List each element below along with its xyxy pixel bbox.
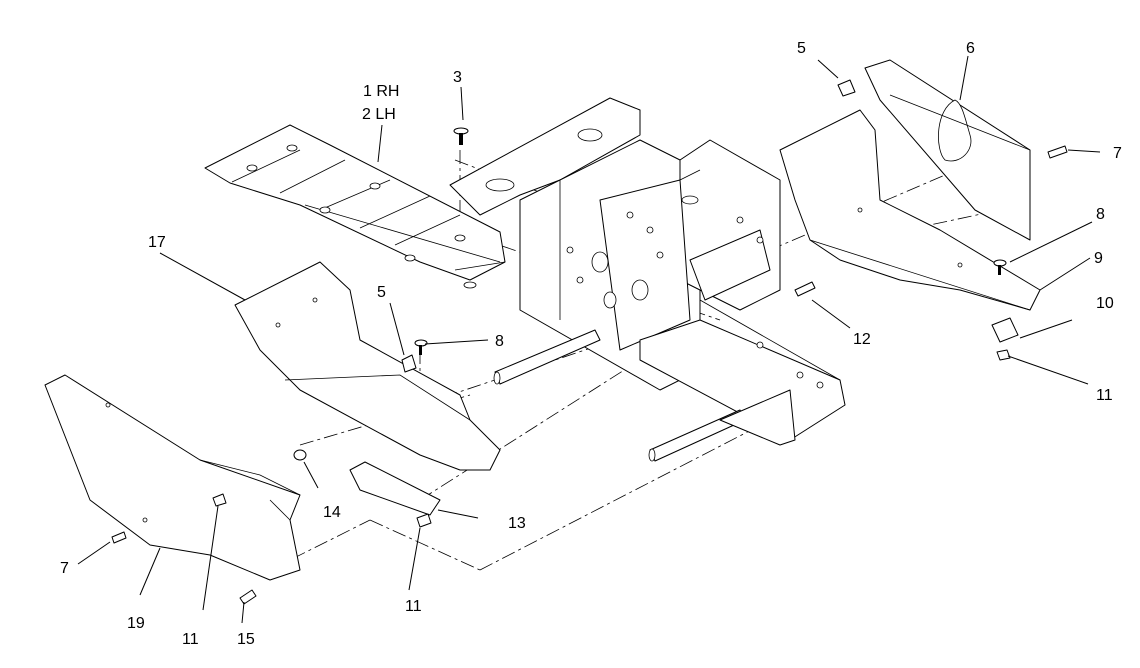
callout-labels: 1 RH 2 LH 3 5 6 7 8 9 10 11 12 17 5 8 14… [60,40,1122,648]
callout-19: 19 [127,615,145,632]
callout-11-left: 11 [182,631,199,648]
callout-5-left: 5 [377,284,386,301]
left-panel-17-part [234,261,501,471]
main-frame-part [449,97,846,441]
callout-10: 10 [1096,295,1114,312]
callout-2: 2 LH [362,106,396,123]
callout-6: 6 [966,40,975,57]
seat-panel-part [864,59,1031,241]
bolt-right-part [993,259,1007,275]
callout-14: 14 [323,504,341,521]
footrest-part [204,124,506,289]
clip-upper-part [837,79,856,97]
bolt-left-part [414,339,428,355]
bracket-13-part [349,461,441,516]
callout-5-upper: 5 [797,40,806,57]
callout-7-upper: 7 [1113,145,1122,162]
callout-11-right: 11 [1096,387,1113,404]
callout-7-lower: 7 [60,560,69,577]
screw-lower-part [111,531,127,544]
callout-8-right: 8 [1096,206,1105,223]
clip-left-part [401,354,417,373]
callout-17: 17 [148,234,166,251]
callout-13: 13 [508,515,526,532]
washer-part [293,449,307,461]
lower-panel-19-part [44,374,301,581]
screw-12-part [794,281,816,297]
screw-upper-part [1047,145,1068,159]
callout-3: 3 [453,69,462,86]
bracket-part [991,317,1019,343]
nut-left-part [212,493,227,507]
nut-center-part [416,513,432,528]
callout-11-center: 11 [405,598,422,615]
leader-lines [77,55,1101,624]
callout-9: 9 [1094,250,1103,267]
callout-15: 15 [237,631,255,648]
callout-12: 12 [853,331,871,348]
side-panel-part [779,109,1041,311]
callout-1: 1 RH [363,83,399,100]
carriage-bolt-part [453,127,469,145]
nut-right-part [996,349,1011,361]
axle-rods-part [493,329,796,462]
callout-8-left: 8 [495,333,504,350]
screw-15-part [239,589,257,605]
